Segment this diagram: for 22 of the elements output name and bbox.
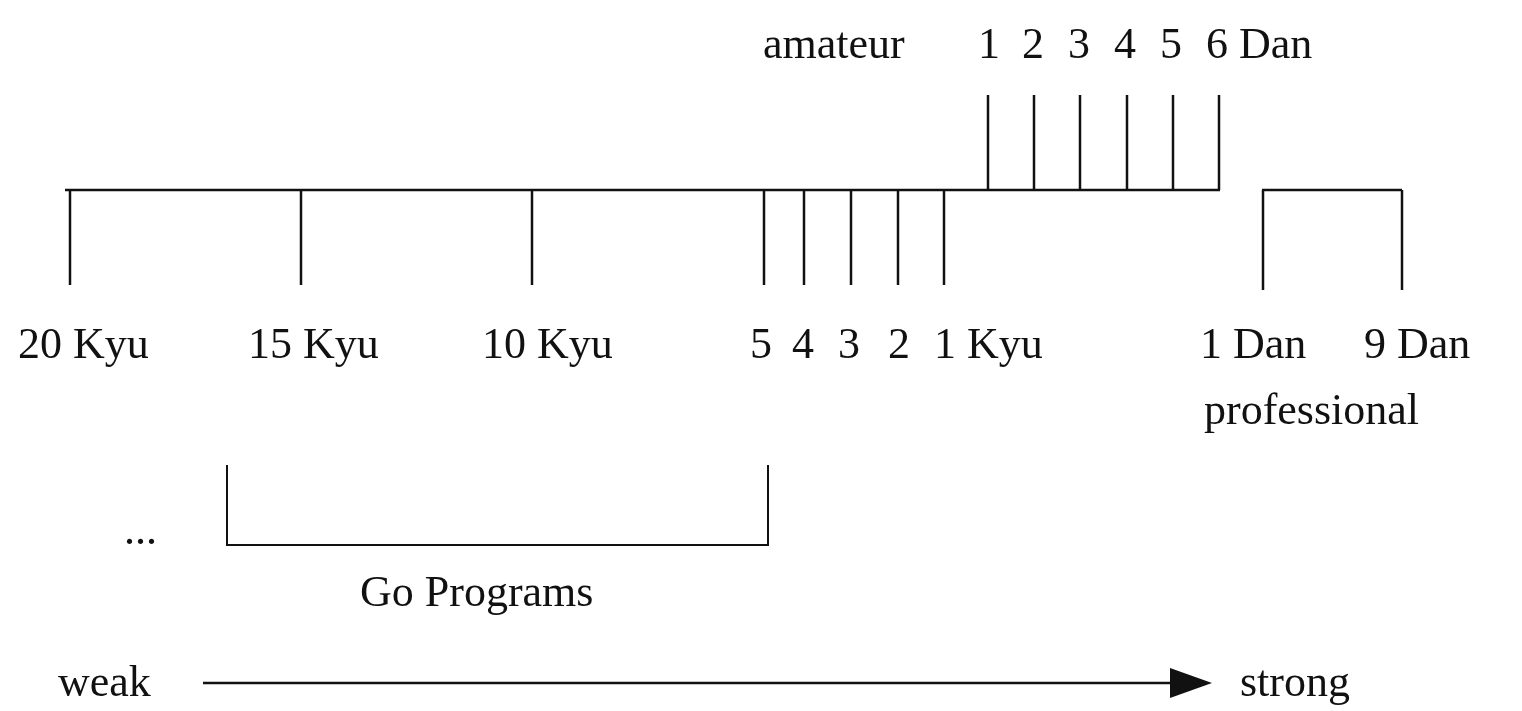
scale-label: 20 Kyu [18, 322, 149, 366]
scale-label: ... [124, 508, 157, 552]
scale-label: 15 Kyu [248, 322, 379, 366]
scale-label: professional [1204, 388, 1420, 432]
scale-label: 10 Kyu [482, 322, 613, 366]
scale-label: amateur [763, 22, 905, 66]
scale-label: 5 [750, 322, 772, 366]
scale-label: Go Programs [360, 570, 594, 614]
scale-label: 2 [1022, 22, 1044, 66]
scale-label: 5 [1160, 22, 1182, 66]
scale-label: 4 [1114, 22, 1136, 66]
scale-label: 1 [978, 22, 1000, 66]
scale-label: 9 Dan [1364, 322, 1471, 366]
scale-label: 1 Kyu [934, 322, 1043, 366]
scale-label: 6 Dan [1206, 22, 1313, 66]
scale-label: 2 [888, 322, 910, 366]
scale-label: 3 [838, 322, 860, 366]
scale-label: weak [58, 660, 151, 704]
scale-label: 1 Dan [1200, 322, 1307, 366]
scale-label: strong [1240, 660, 1350, 704]
scale-label: 4 [792, 322, 814, 366]
scale-label: 3 [1068, 22, 1090, 66]
